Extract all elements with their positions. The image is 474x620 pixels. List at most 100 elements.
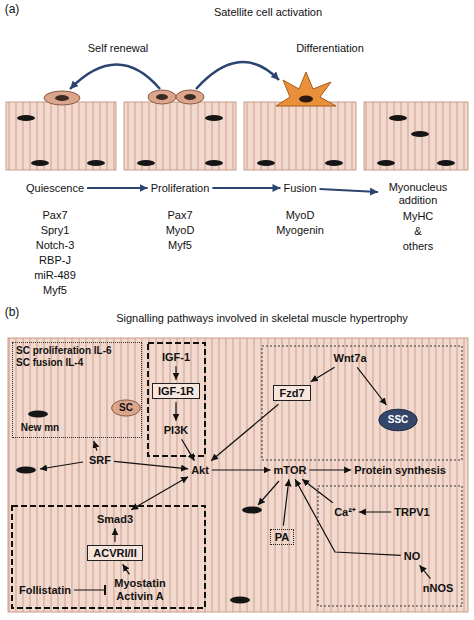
node-text: IGF-1R bbox=[158, 385, 194, 398]
node-text: NO bbox=[404, 550, 421, 563]
signal-arrow bbox=[309, 469, 351, 470]
leader-arrow bbox=[258, 481, 279, 505]
pathway-box bbox=[148, 343, 205, 456]
node-text: Follistatin bbox=[19, 584, 71, 597]
marker-label: MyoD bbox=[286, 209, 315, 222]
myonucleus bbox=[389, 115, 407, 121]
signal-arrow bbox=[94, 441, 97, 451]
panel-title: Satellite cell activation bbox=[214, 6, 322, 19]
myoblast bbox=[276, 72, 336, 106]
marker-label: Notch-3 bbox=[36, 239, 75, 252]
outcome-label: Protein synthesis bbox=[354, 464, 446, 477]
marker-label: Myf5 bbox=[43, 284, 67, 297]
cell-nucleus bbox=[156, 94, 168, 100]
signal-arrow bbox=[74, 589, 105, 590]
myonucleus bbox=[230, 597, 250, 604]
stage-label: Myonucleus addition bbox=[381, 181, 455, 206]
node-text: Fzd7 bbox=[279, 387, 304, 400]
satellite-cell bbox=[148, 90, 176, 104]
myonucleus bbox=[205, 160, 223, 166]
marker-label: RBP-J bbox=[39, 254, 71, 267]
node-text: SRF bbox=[89, 454, 111, 467]
node-text: SSC bbox=[388, 414, 409, 426]
node-text: mTOR bbox=[274, 464, 307, 477]
signal-arrow bbox=[175, 402, 176, 420]
pathway-box bbox=[12, 506, 205, 608]
signal-arrow bbox=[359, 511, 391, 512]
self-renewal-arrow bbox=[70, 65, 160, 90]
node-text: PA bbox=[275, 531, 289, 544]
process-label: Differentiation bbox=[296, 42, 364, 55]
cell-body bbox=[112, 400, 141, 416]
factor-label: Wnt7a bbox=[334, 352, 367, 365]
signal-arrow bbox=[175, 366, 176, 379]
factor-label: nNOS bbox=[423, 582, 454, 595]
stage-label: Quiescence bbox=[26, 182, 84, 195]
myonucleus bbox=[411, 131, 429, 137]
myonucleus bbox=[31, 160, 49, 166]
node-text: SC bbox=[119, 402, 133, 414]
factor-label: IGF-1 bbox=[162, 351, 190, 364]
node-text: Myostatin Activin A bbox=[108, 577, 172, 602]
factor-label: Ca²⁺ bbox=[334, 506, 356, 519]
marker-label: others bbox=[403, 240, 434, 253]
marker-label: MyHC bbox=[403, 210, 434, 223]
signal-arrow bbox=[357, 367, 386, 405]
muscle-fiber bbox=[364, 102, 468, 170]
muscle-fiber bbox=[124, 102, 236, 170]
signal-arrow bbox=[311, 367, 335, 381]
signal-arrow bbox=[212, 469, 271, 470]
marker-label: & bbox=[414, 225, 421, 238]
node-text: Quiescence bbox=[26, 182, 84, 195]
new-myonucleus bbox=[28, 411, 48, 418]
marker-label: MyoD bbox=[166, 224, 195, 237]
node-text: Smad3 bbox=[97, 513, 133, 526]
node-text: PI3K bbox=[164, 424, 188, 437]
node-text: ACVRI/II bbox=[93, 547, 136, 560]
satellite-cell: SC bbox=[111, 399, 141, 417]
signal-arrow bbox=[182, 439, 195, 460]
nucleus-label: New mn bbox=[21, 422, 59, 434]
muscle-fiber bbox=[6, 102, 116, 170]
leader-arrow bbox=[40, 462, 83, 469]
factor-label: SRF bbox=[89, 454, 111, 467]
factor-label: mTOR bbox=[274, 464, 307, 477]
node-text: SC fusion IL-4 bbox=[16, 357, 138, 369]
factor-label: Smad3 bbox=[97, 513, 133, 526]
node-text: Wnt7a bbox=[334, 352, 367, 365]
myonucleus bbox=[325, 160, 343, 166]
node-text: SC proliferation IL-6 bbox=[16, 345, 138, 357]
myonucleus bbox=[16, 467, 36, 474]
factor-box: PA bbox=[270, 529, 294, 546]
marker-label: Myf5 bbox=[168, 239, 192, 252]
factor-label: Follistatin bbox=[19, 584, 71, 597]
panel-letter: (b) bbox=[5, 306, 20, 320]
node-text: Protein synthesis bbox=[354, 464, 446, 477]
stage-label: Fusion bbox=[283, 182, 316, 195]
myonucleus bbox=[242, 507, 262, 514]
myonucleus bbox=[137, 160, 155, 166]
cell-body bbox=[379, 409, 417, 431]
myonucleus bbox=[257, 160, 275, 166]
signal-arrow bbox=[295, 479, 401, 555]
myonucleus bbox=[437, 160, 455, 166]
marker-label: Pax7 bbox=[42, 209, 67, 222]
marker-label: Spry1 bbox=[41, 224, 70, 237]
satellite-cell bbox=[44, 91, 80, 105]
receptor-box: IGF-1R bbox=[152, 383, 200, 400]
pathway-box bbox=[262, 346, 462, 460]
node-text: nNOS bbox=[423, 582, 454, 595]
edge-layer bbox=[74, 188, 430, 590]
marker-label: Myogenin bbox=[276, 224, 324, 237]
satellite-cell bbox=[176, 90, 204, 104]
myonucleus bbox=[17, 115, 35, 121]
signal-arrow bbox=[114, 528, 115, 541]
marker-label: miR-489 bbox=[34, 269, 76, 282]
factor-label: Akt bbox=[191, 464, 209, 477]
node-text: Myonucleus addition bbox=[381, 181, 455, 206]
signal-arrow bbox=[302, 479, 333, 502]
factor-label: TRPV1 bbox=[394, 506, 429, 519]
